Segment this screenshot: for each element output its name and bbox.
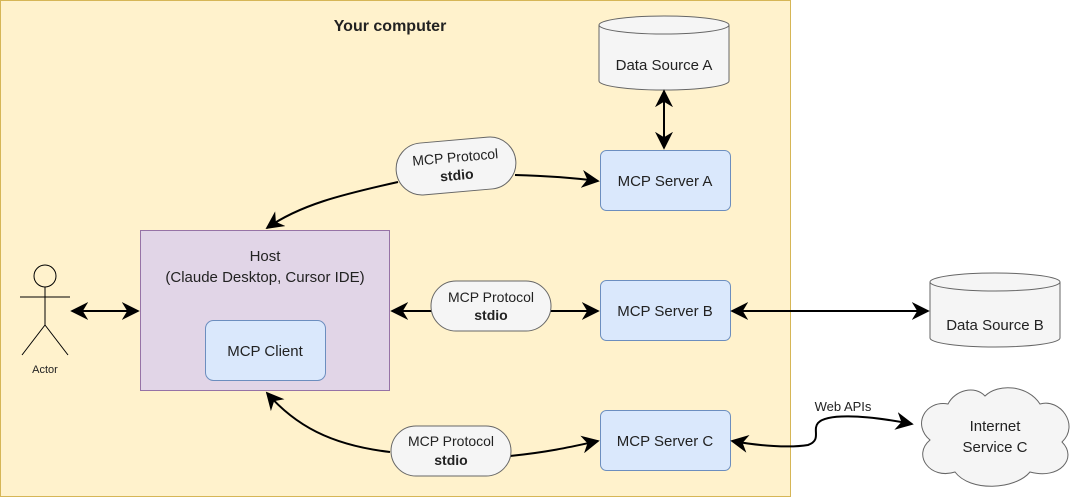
region-title: Your computer [334,18,447,35]
data-source-b-label: Data Source B [946,317,1044,334]
host-server-a-arrow-right [514,169,600,188]
mcp-server-a-box [600,150,731,211]
protocol-pill-b-line2: stdio [474,307,507,323]
mcp-server-c-label: MCP Server C [617,433,714,450]
internet-service-c-line1: Internet [970,418,1022,435]
server-c-internet-arrow [730,412,914,453]
protocol-pill-a: MCP Protocol stdio [395,136,517,196]
protocol-pill-c: MCP Protocol stdio [390,425,512,477]
protocol-pill-c-line1: MCP Protocol [408,433,494,449]
mcp-client-box [205,320,326,381]
actor-label: Actor [32,364,58,376]
internet-service-c-line2: Service C [962,439,1027,456]
data-source-b: Data Source B [929,272,1061,348]
web-apis-label: Web APIs [815,399,872,414]
mcp-server-b-label: MCP Server B [617,303,713,320]
host-subtitle: (Claude Desktop, Cursor IDE) [165,269,364,286]
host-title: Host [250,248,282,265]
protocol-pill-b-line1: MCP Protocol [448,289,534,305]
protocol-pill-a-line2: stdio [439,166,474,185]
host-server-c-arrow-left [265,391,391,453]
mcp-server-a-label: MCP Server A [618,173,713,190]
protocol-pill-a-line1: MCP Protocol [412,145,499,168]
mcp-client-label: MCP Client [227,343,303,360]
protocol-pill-b: MCP Protocol stdio [430,280,552,332]
data-source-a-label: Data Source A [616,57,713,74]
protocol-pill-c-line2: stdio [434,452,467,468]
data-source-a: Data Source A [598,15,730,91]
host-server-a-arrow-left [265,181,399,230]
actor-figure [20,264,70,356]
host-server-c-arrow-right [509,435,600,457]
internet-service-c-cloud: Internet Service C [921,387,1070,487]
